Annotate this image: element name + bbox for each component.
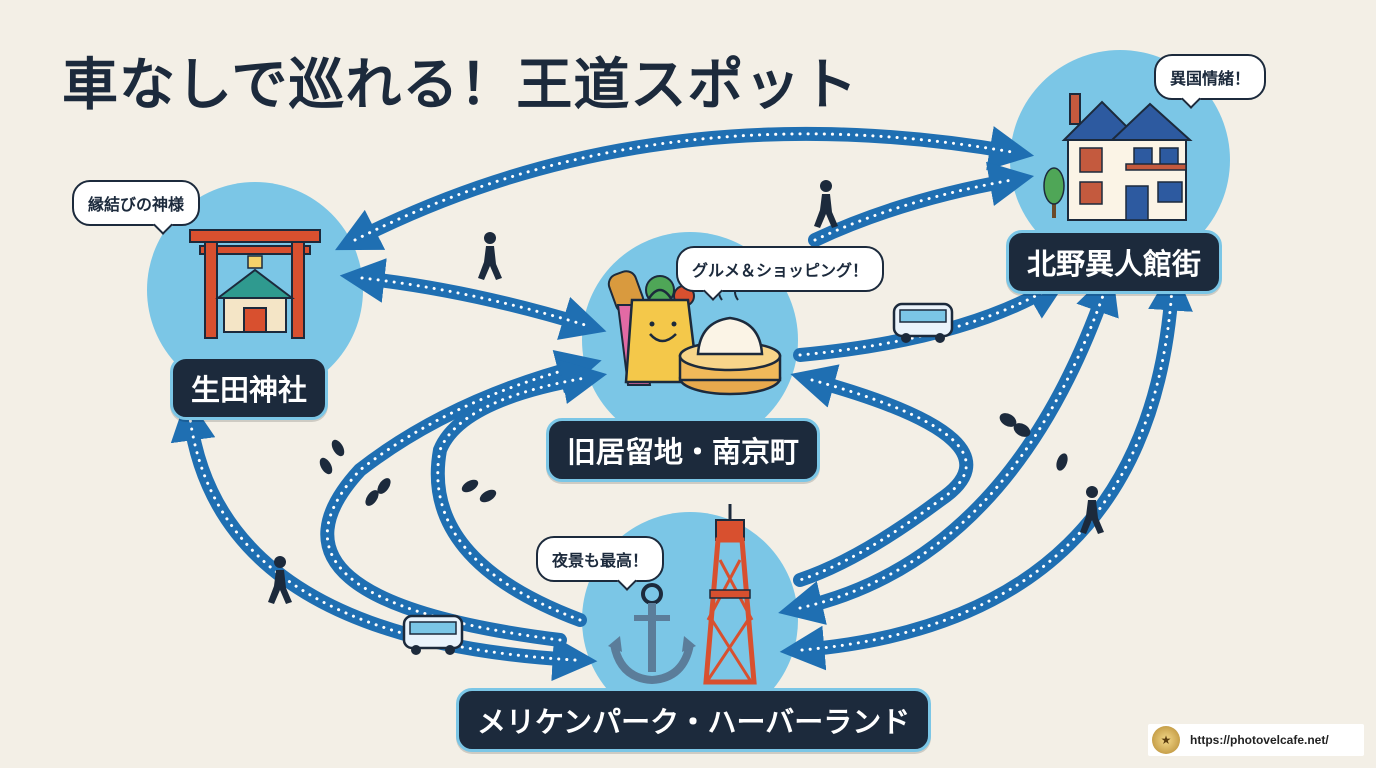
meriken-bubble: 夜景も最高！	[536, 536, 665, 582]
western-house-icon	[1043, 93, 1193, 221]
kyoryuchi-label: 旧居留地・南京町	[546, 418, 821, 482]
bus-icon	[402, 302, 954, 655]
route-meriken-kyoryuchi-outer-dots	[325, 364, 582, 642]
route-kyoryuchi-meriken-right	[790, 364, 974, 587]
ikuta-label: 生田神社	[170, 356, 329, 420]
credit-badge: ★ https://photovelcafe.net/	[1148, 724, 1364, 756]
credit-url[interactable]: https://photovelcafe.net/	[1190, 733, 1329, 747]
page-title: 車なしで巡れる！王道スポット	[62, 53, 859, 118]
site-logo-icon: ★	[1152, 726, 1180, 754]
route-meriken-kyoryuchi-inner-dots	[436, 376, 587, 622]
walking-person-icon	[268, 180, 1104, 604]
route-meriken-ikuta-left-dots	[188, 416, 577, 662]
route-meriken-kitano-2-dots	[800, 286, 1174, 652]
route-kitano-ikuta-top-dots	[353, 132, 1014, 242]
route-kyoryuchi-meriken-right-dots	[798, 378, 968, 582]
shopping-bag-and-steamed-bun-icon	[607, 267, 782, 396]
route-ikuta-kyoryuchi	[339, 258, 607, 340]
footprints-icon	[319, 413, 1068, 506]
anchor-and-port-tower-icon	[608, 504, 757, 685]
route-kitano-ikuta-top	[335, 126, 1035, 251]
route-kyoryuchi-kitano-upper-dots	[813, 178, 1014, 242]
route-kyoryuchi-kitano-upper	[808, 161, 1035, 247]
ikuta-bubble: 縁結びの神様	[72, 180, 201, 226]
torii-shrine-icon	[189, 229, 321, 339]
meriken-label: メリケンパーク・ハーバーランド	[456, 688, 932, 752]
kyoryuchi-bubble: グルメ＆ショッピング！	[676, 246, 885, 292]
kitano-bubble: 異国情緒！	[1154, 54, 1267, 100]
kitano-label: 北野異人館街	[1006, 230, 1223, 294]
